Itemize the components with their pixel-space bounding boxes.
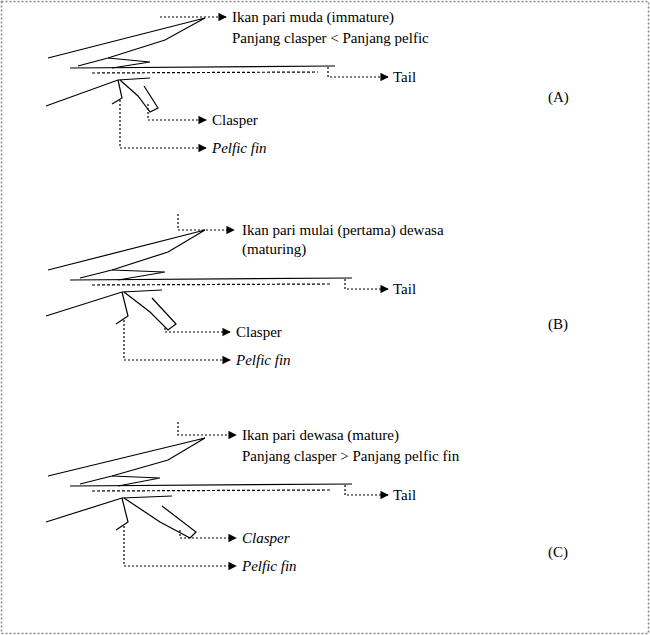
- tail-line-shadow: [92, 490, 330, 491]
- tail-line: [70, 484, 352, 486]
- leader-line: [124, 526, 236, 566]
- leader-line: [178, 422, 236, 435]
- part-name: Pelfic fin: [236, 351, 291, 370]
- upper-wing: [48, 18, 205, 66]
- leader-line: [345, 485, 388, 495]
- panel-letter: (B): [548, 315, 568, 334]
- part-name: Clasper: [212, 111, 258, 130]
- leader-line: [120, 100, 206, 148]
- panel-letter: (A): [548, 88, 569, 107]
- part-name: Tail: [393, 280, 416, 299]
- part-name: Tail: [393, 486, 416, 505]
- length-note: Panjang clasper < Panjang pelfic: [232, 29, 429, 48]
- leader-line: [124, 320, 230, 360]
- length-note: Panjang clasper > Panjang pelfic fin: [242, 447, 459, 466]
- ray-sketch-c: [46, 422, 388, 566]
- pelvic-fin-shape: [116, 292, 128, 324]
- part-name: Clasper: [236, 323, 282, 342]
- pelvic-fin-shape: [116, 498, 128, 530]
- heading-note: Ikan pari mulai (pertama) dewasa (maturi…: [242, 221, 474, 259]
- lower-wing: [46, 290, 162, 316]
- leader-line: [160, 16, 226, 17]
- tail-line-shadow: [92, 72, 318, 73]
- clasper-shape: [120, 80, 158, 112]
- part-name: Pelfic fin: [242, 557, 297, 576]
- leader-line: [345, 279, 388, 289]
- leader-line: [178, 214, 234, 230]
- tail-line: [70, 278, 352, 280]
- body-fold: [108, 58, 150, 68]
- part-name: Pelfic fin: [212, 139, 267, 158]
- clasper-shape: [124, 292, 176, 330]
- body-fold: [112, 476, 160, 486]
- leader-line: [180, 530, 236, 538]
- tail-line: [70, 66, 335, 68]
- part-name: Tail: [393, 68, 416, 87]
- heading-note: Ikan pari muda (immature): [232, 8, 394, 27]
- body-fold: [112, 270, 165, 280]
- clasper-shape: [124, 498, 196, 538]
- panel-letter: (C): [548, 543, 568, 562]
- leader-line: [148, 104, 206, 120]
- part-name: Clasper: [242, 529, 290, 548]
- tail-line-shadow: [92, 284, 330, 285]
- leader-line: [165, 328, 230, 332]
- heading-note: Ikan pari dewasa (mature): [242, 426, 399, 445]
- leader-line: [328, 67, 388, 77]
